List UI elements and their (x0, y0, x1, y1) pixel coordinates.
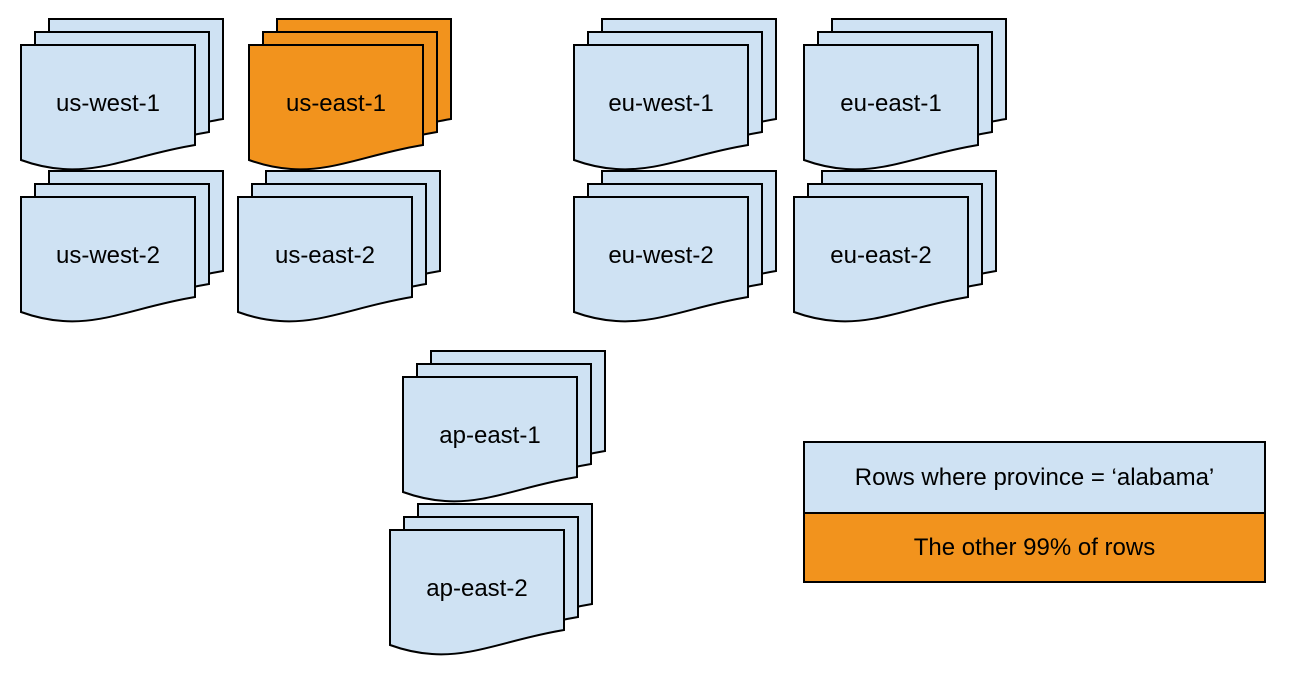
legend-item-other-rows: The other 99% of rows (805, 512, 1264, 581)
region-label: us-east-2 (274, 242, 376, 269)
region-label: us-east-1 (285, 90, 387, 117)
legend-item-label: The other 99% of rows (913, 533, 1156, 561)
region-label: eu-west-2 (608, 242, 714, 269)
region-stack-us-west-2: us-west-2 (20, 170, 224, 324)
legend-item-label: Rows where province = ‘alabama’ (854, 463, 1215, 491)
region-label: eu-east-1 (840, 90, 942, 117)
region-stack-us-east-1: us-east-1 (248, 18, 452, 172)
region-stack-us-east-2: us-east-2 (237, 170, 441, 324)
region-stack-ap-east-1: ap-east-1 (402, 350, 606, 504)
region-stack-ap-east-2: ap-east-2 (389, 503, 593, 657)
region-label: ap-east-1 (439, 422, 541, 449)
region-label: us-west-2 (55, 242, 161, 269)
region-label: us-west-1 (55, 90, 161, 117)
region-label: eu-east-2 (830, 242, 932, 269)
region-stack-eu-east-2: eu-east-2 (793, 170, 997, 324)
region-label: eu-west-1 (608, 90, 714, 117)
region-stack-eu-west-2: eu-west-2 (573, 170, 777, 324)
legend: Rows where province = ‘alabama’ The othe… (803, 441, 1266, 583)
region-stack-eu-west-1: eu-west-1 (573, 18, 777, 172)
legend-item-province-rows: Rows where province = ‘alabama’ (805, 443, 1264, 512)
region-stack-eu-east-1: eu-east-1 (803, 18, 1007, 172)
region-stack-us-west-1: us-west-1 (20, 18, 224, 172)
region-label: ap-east-2 (426, 575, 528, 602)
